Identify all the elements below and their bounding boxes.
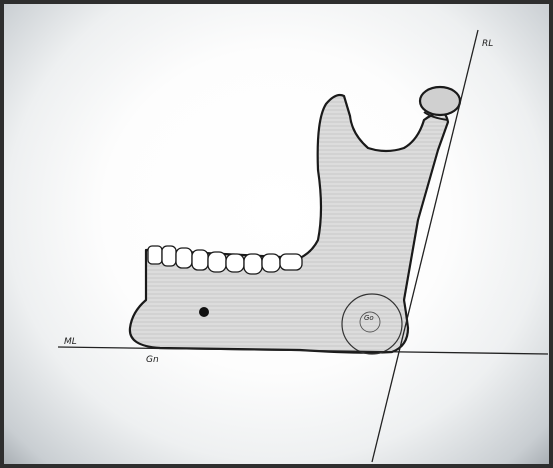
mandibular-line-label: ML [64,337,77,347]
menton-label: Gn [146,355,159,365]
ramus-line-label: RL [482,39,493,49]
mental-foramen [199,307,209,317]
gonion-label: Go [364,314,374,322]
condyle [420,87,460,115]
drawing-paper: RL ML Gn Go [4,4,549,464]
mandible-diagram: RL ML Gn Go [4,4,549,464]
